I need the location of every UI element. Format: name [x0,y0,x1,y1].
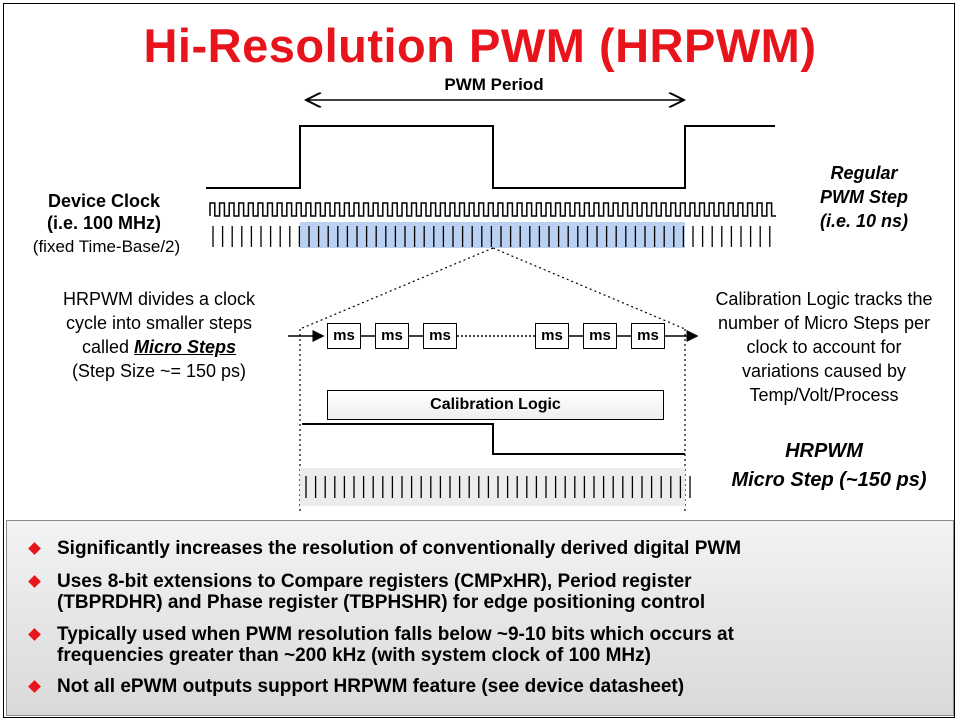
hrpwm-diagram [206,4,776,512]
device-clock-freq: (i.e. 100 MHz) [46,213,162,233]
micro-step-band [300,468,685,506]
expansion-lines [299,247,686,512]
regular-step-label-2: PWM Step [820,187,908,207]
bullet-item: Uses 8-bit extensions to Compare registe… [28,571,937,613]
bullet-item: Significantly increases the resolution o… [28,538,937,559]
device-clock-wave [209,202,776,217]
micro-step-box: ms [327,323,361,349]
slide-title: Hi-Resolution PWM (HRPWM) [143,19,817,72]
micro-step-box: ms [535,323,569,349]
regular-step-label-3: (i.e. 10 ns) [819,211,909,231]
micro-step-box: ms [375,323,409,349]
hrpwm-micro-label-1: HRPWM [785,440,863,462]
hrpwm-desc-3-prefix: called [81,337,134,357]
hrpwm-desc-3: called Micro Steps [24,336,294,358]
bullet-panel: Significantly increases the resolution o… [6,520,954,716]
hrpwm-desc-1: HRPWM divides a clock [62,289,256,309]
bullet-item: Not all ePWM outputs support HRPWM featu… [28,676,937,697]
calibration-desc-3: clock to account for [746,337,902,357]
pwm-period-label: PWM Period [444,75,544,94]
hrpwm-waveform [302,423,685,455]
bullet-diamond-icon [28,575,41,588]
micro-step-box: ms [631,323,665,349]
bullet-text: frequencies greater than ~200 kHz (with … [57,645,651,666]
regular-step-label-1: Regular [830,163,898,183]
micro-steps-emphasis: Micro Steps [134,337,237,357]
device-clock-note: (fixed Time-Base/2) [32,237,181,256]
hrpwm-micro-label-2: Micro Step (~150 ps) [731,469,927,491]
calibration-desc-4: variations caused by [741,361,907,381]
bullet-item: Typically used when PWM resolution falls… [28,624,937,666]
bullet-text: Uses 8-bit extensions to Compare registe… [57,571,692,592]
hrpwm-desc-2: cycle into smaller steps [65,313,253,333]
regular-step-ticks [212,226,771,247]
micro-step-box: ms [583,323,617,349]
calibration-desc-2: number of Micro Steps per [717,313,931,333]
micro-step-ticks [305,476,691,498]
bullet-diamond-icon [28,628,41,641]
bullet-text: Typically used when PWM resolution falls… [57,624,734,645]
hrpwm-desc-4: (Step Size ~= 150 ps) [71,361,247,381]
pwm-waveform [206,125,775,189]
bullet-text: (TBPRDHR) and Phase register (TBPHSHR) f… [57,592,706,613]
bullet-diamond-icon [28,542,41,555]
calibration-desc-5: Temp/Volt/Process [749,385,899,405]
slide: Hi-Resolution PWM (HRPWM) [3,3,955,718]
device-clock-name: Device Clock [47,191,161,211]
bullet-diamond-icon [28,680,41,693]
calibration-desc-1: Calibration Logic tracks the [715,289,933,309]
calibration-logic-box: Calibration Logic [327,390,664,420]
micro-step-box: ms [423,323,457,349]
bullet-text: Not all ePWM outputs support HRPWM featu… [57,676,685,697]
regular-step-band [300,222,685,248]
bullet-text: Significantly increases the resolution o… [57,538,742,559]
